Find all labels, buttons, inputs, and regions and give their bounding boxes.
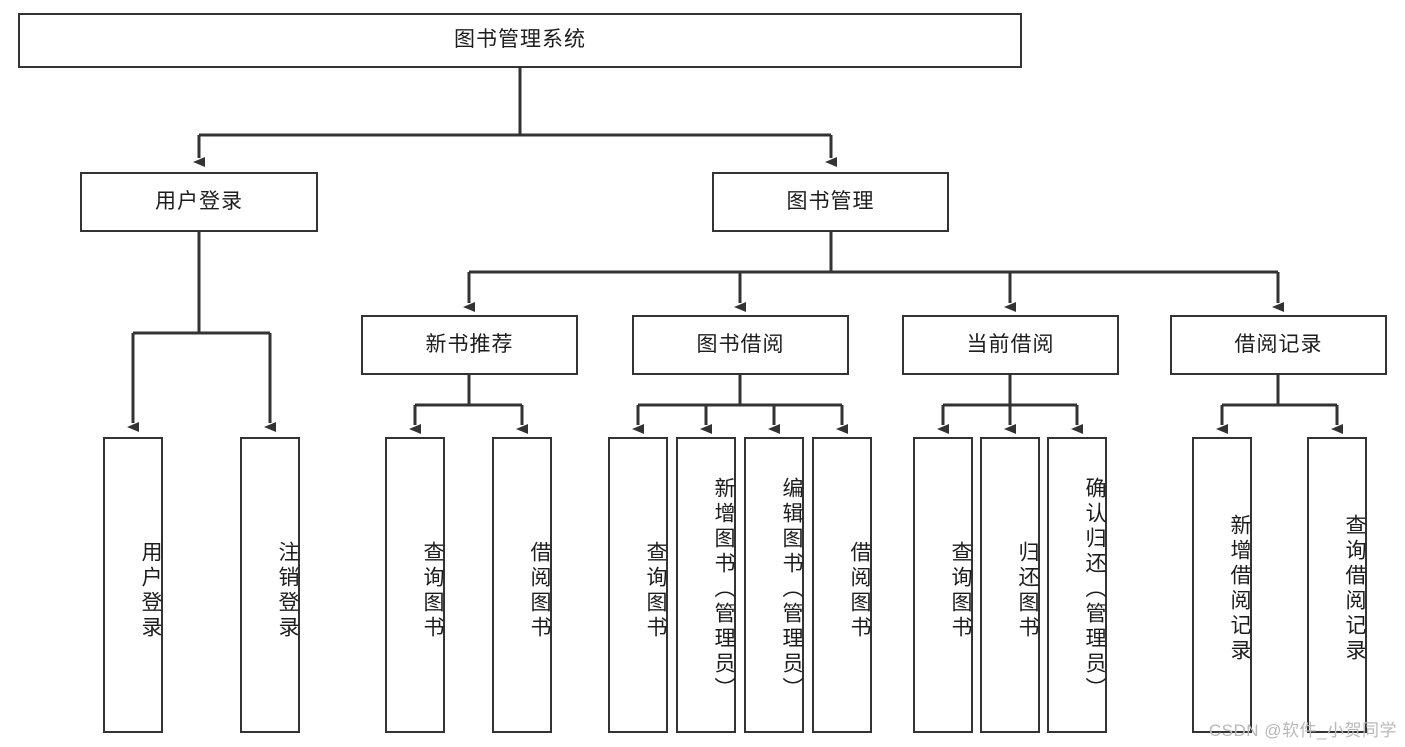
leaf-borrow-record-query-record[interactable]: 查询借阅记录 <box>1307 437 1367 733</box>
leaf-book-borrow-add-book-admin[interactable]: 新增图书（管理员） <box>676 437 736 733</box>
leaf-borrow-record-add-record[interactable]: 新增借阅记录 <box>1192 437 1252 733</box>
node-new-book-recommend[interactable]: 新书推荐 <box>361 315 578 375</box>
leaf-user-login-logout[interactable]: 注销登录 <box>240 437 300 733</box>
node-label: 当前借阅 <box>966 332 1055 356</box>
node-label: 借阅图书 <box>528 541 551 641</box>
node-label: 编辑图书（管理员） <box>780 476 803 702</box>
leaf-user-login-login[interactable]: 用户登录 <box>103 437 163 733</box>
leaf-book-borrow-edit-book-admin[interactable]: 编辑图书（管理员） <box>744 437 804 733</box>
node-book-management[interactable]: 图书管理 <box>712 172 949 232</box>
node-label: 借阅记录 <box>1234 332 1323 356</box>
node-root-book-management-system[interactable]: 图书管理系统 <box>18 13 1022 68</box>
node-label: 新书推荐 <box>425 332 514 356</box>
node-label: 图书借阅 <box>696 332 785 356</box>
node-label: 图书管理系统 <box>454 28 586 52</box>
node-label: 查询借阅记录 <box>1343 514 1366 664</box>
node-label: 新增借阅记录 <box>1228 514 1251 664</box>
node-borrow-record[interactable]: 借阅记录 <box>1170 315 1387 375</box>
node-label: 查询图书 <box>644 541 667 641</box>
node-label: 新增图书（管理员） <box>712 476 735 702</box>
node-label: 确认归还（管理员） <box>1083 476 1106 702</box>
leaf-current-borrow-query-book[interactable]: 查询图书 <box>913 437 973 733</box>
node-label: 归还图书 <box>1016 541 1039 641</box>
node-label: 查询图书 <box>421 541 444 641</box>
node-book-borrow[interactable]: 图书借阅 <box>632 315 849 375</box>
watermark: CSDN @软件_小贺同学 <box>1208 721 1397 740</box>
node-label: 借阅图书 <box>848 541 871 641</box>
node-label: 图书管理 <box>786 189 875 213</box>
node-label: 注销登录 <box>276 541 299 641</box>
leaf-book-borrow-borrow-book[interactable]: 借阅图书 <box>812 437 872 733</box>
node-user-login[interactable]: 用户登录 <box>80 172 318 232</box>
leaf-current-borrow-return-book[interactable]: 归还图书 <box>980 437 1040 733</box>
node-label: 用户登录 <box>139 541 162 641</box>
leaf-new-book-borrow-book[interactable]: 借阅图书 <box>492 437 552 733</box>
node-label: 查询图书 <box>949 541 972 641</box>
leaf-new-book-query-book[interactable]: 查询图书 <box>385 437 445 733</box>
node-label: 用户登录 <box>155 189 243 213</box>
leaf-current-borrow-confirm-return-admin[interactable]: 确认归还（管理员） <box>1047 437 1107 733</box>
leaf-book-borrow-query-book[interactable]: 查询图书 <box>608 437 668 733</box>
node-current-borrow[interactable]: 当前借阅 <box>902 315 1119 375</box>
